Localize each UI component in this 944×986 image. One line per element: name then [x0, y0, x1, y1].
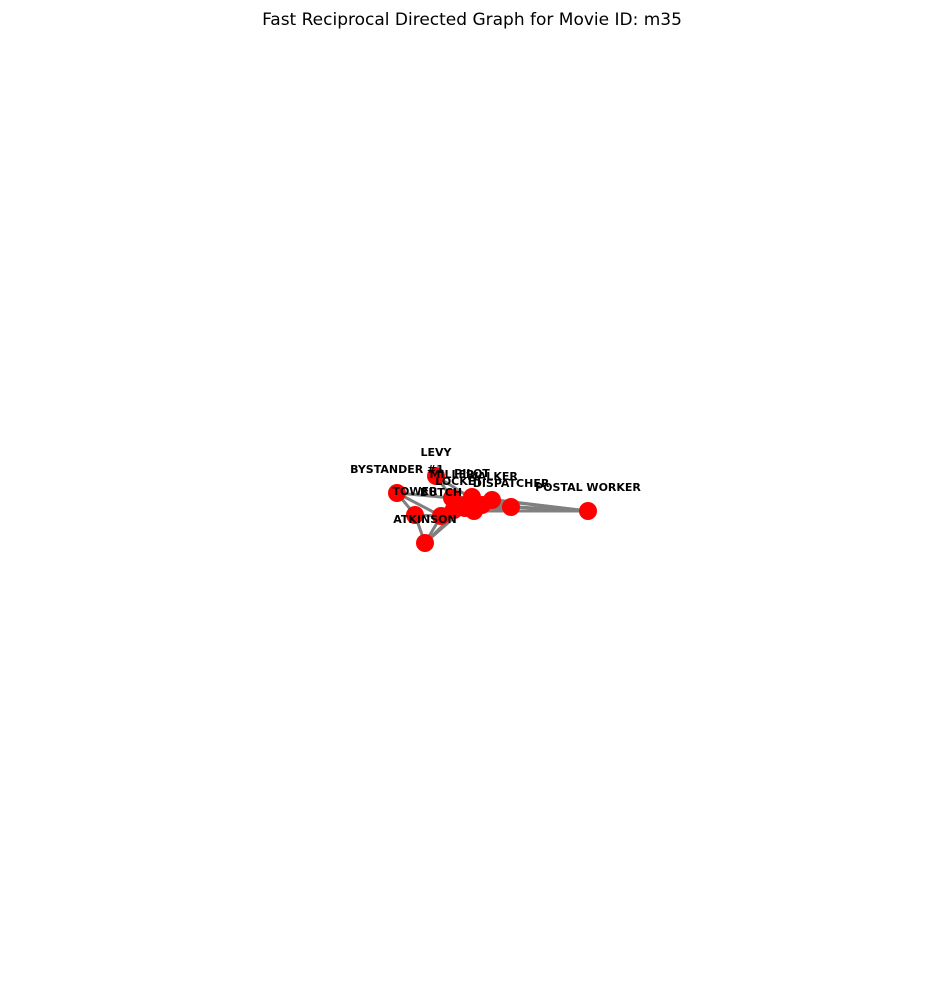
node-label-postal-worker: POSTAL WORKER: [535, 481, 641, 494]
node-dispatcher: [502, 498, 520, 516]
node-layer: [388, 467, 597, 552]
node-levy: [427, 467, 445, 485]
node-label-butch: BUTCH: [420, 486, 462, 499]
chart-title: Fast Reciprocal Directed Graph for Movie…: [262, 10, 682, 30]
node-label-tower: TOWER: [393, 485, 439, 498]
label-layer: LEVY BYSTANDER #1 TOWER ATKINSON POSTAL WORK…: [350, 446, 641, 526]
node-label-miller: MILLER: [429, 468, 475, 481]
node-label-levy: LEVY: [420, 446, 452, 459]
node-label-walker: WALKER: [466, 470, 518, 483]
node-label-bystander: BYSTANDER #1: [350, 463, 444, 476]
node-postal-worker: [579, 502, 597, 520]
node-tower: [406, 506, 424, 524]
node-label-atkinson: ATKINSON: [393, 513, 456, 526]
node-label-dispatcher: DISPATCHER: [473, 477, 550, 490]
node-label-pilot: PILOT: [454, 467, 490, 480]
node-atkinson: [416, 534, 434, 552]
edge-bystander-miller: [396, 491, 453, 500]
node-bystander: [388, 484, 406, 502]
node-n4: [456, 499, 474, 517]
node-label-locket: LOCKET: [435, 475, 483, 488]
